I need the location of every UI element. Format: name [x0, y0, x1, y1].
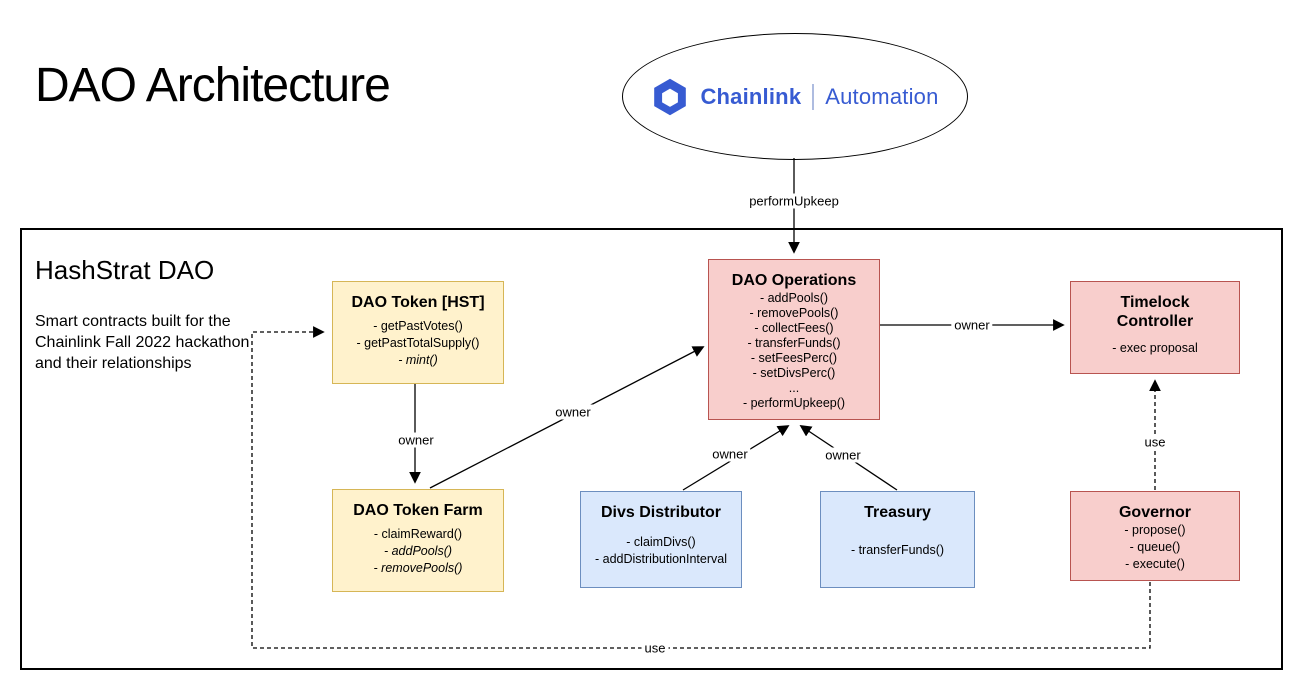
description-line: and their relationships: [35, 355, 192, 372]
description-line: Chainlink Fall 2022 hackathon: [35, 334, 250, 351]
hashstrat-dao-description: Smart contracts built for the Chainlink …: [35, 311, 249, 374]
box-methods: - getPastVotes() - getPastTotalSupply() …: [338, 312, 498, 375]
chainlink-brand-text: Chainlink: [700, 83, 802, 109]
box-title: DAO Operations: [731, 272, 857, 289]
method: - addPools(): [759, 290, 829, 305]
method: - collectFees(): [754, 320, 834, 335]
method: - performUpkeep(): [742, 395, 846, 410]
edge-label-owner-ops-timelock: owner: [951, 317, 993, 333]
box-divs-distributor: Divs Distributor - claimDivs() - addDist…: [580, 491, 742, 588]
method: - propose(): [1124, 523, 1186, 537]
method: - addPools(): [383, 544, 453, 558]
method: - transferFunds(): [747, 335, 841, 350]
box-governor: Governor - propose() - queue() - execute…: [1070, 491, 1240, 581]
method: - execute(): [1125, 557, 1185, 571]
hashstrat-dao-title: HashStrat DAO: [35, 255, 215, 285]
method: ...: [788, 380, 800, 395]
method: - transferFunds(): [850, 543, 945, 557]
box-title: DAO Token [HST]: [351, 294, 485, 311]
chainlink-product-text: Automation: [825, 83, 939, 109]
edge-label-performupkeep: performUpkeep: [746, 193, 842, 209]
method: - removePools(): [749, 305, 839, 320]
chainlink-divider: [812, 83, 815, 110]
method: - setDivsPerc(): [752, 365, 836, 380]
hashstrat-dao-container: [20, 228, 1283, 670]
box-timelock-controller: Timelock Controller - exec proposal: [1070, 281, 1240, 374]
edge-label-owner-farm-ops: owner: [552, 404, 594, 420]
method: - getPastTotalSupply(): [356, 336, 480, 350]
box-treasury: Treasury - transferFunds(): [820, 491, 975, 588]
method: - claimDivs(): [626, 534, 696, 549]
box-title: Timelock Controller: [1116, 294, 1194, 330]
box-dao-operations: DAO Operations - addPools() - removePool…: [708, 259, 880, 420]
box-dao-token-hst: DAO Token [HST] - getPastVotes() - getPa…: [332, 281, 504, 384]
method: - queue(): [1129, 540, 1181, 554]
method: - mint(): [398, 353, 438, 367]
method: - setFeesPerc(): [750, 350, 838, 365]
box-methods: - propose() - queue() - execute(): [1076, 522, 1234, 573]
method: - claimReward(): [373, 527, 463, 541]
box-title: Divs Distributor: [600, 504, 721, 521]
method: - addDistributionInterval: [594, 551, 727, 566]
chainlink-automation-node: Chainlink Automation: [622, 33, 968, 160]
edge-label-use-governor-timelock: use: [1141, 434, 1169, 450]
edge-label-owner-hst-farm: owner: [395, 432, 437, 448]
box-title: Treasury: [864, 504, 931, 521]
box-dao-token-farm: DAO Token Farm - claimReward() - addPool…: [332, 489, 504, 592]
edge-label-use-governor-hst: use: [641, 640, 669, 656]
page-title: DAO Architecture: [35, 59, 391, 112]
box-title: DAO Token Farm: [353, 502, 483, 519]
edge-label-owner-treasury-ops: owner: [822, 447, 864, 463]
box-methods: - addPools() - removePools() - collectFe…: [714, 290, 874, 411]
box-methods: - exec proposal: [1076, 331, 1234, 365]
chainlink-logo-icon: [654, 78, 687, 115]
box-title: Governor: [1118, 504, 1191, 521]
box-methods: - claimReward() - addPools() - removePoo…: [338, 520, 498, 583]
edge-label-owner-divs-ops: owner: [709, 446, 751, 462]
box-methods: - transferFunds(): [826, 522, 969, 579]
method: - removePools(): [373, 561, 463, 575]
description-line: Smart contracts built for the: [35, 313, 231, 330]
method: - exec proposal: [1112, 340, 1198, 355]
method: - getPastVotes(): [373, 319, 463, 333]
box-methods: - claimDivs() - addDistributionInterval: [586, 522, 736, 579]
